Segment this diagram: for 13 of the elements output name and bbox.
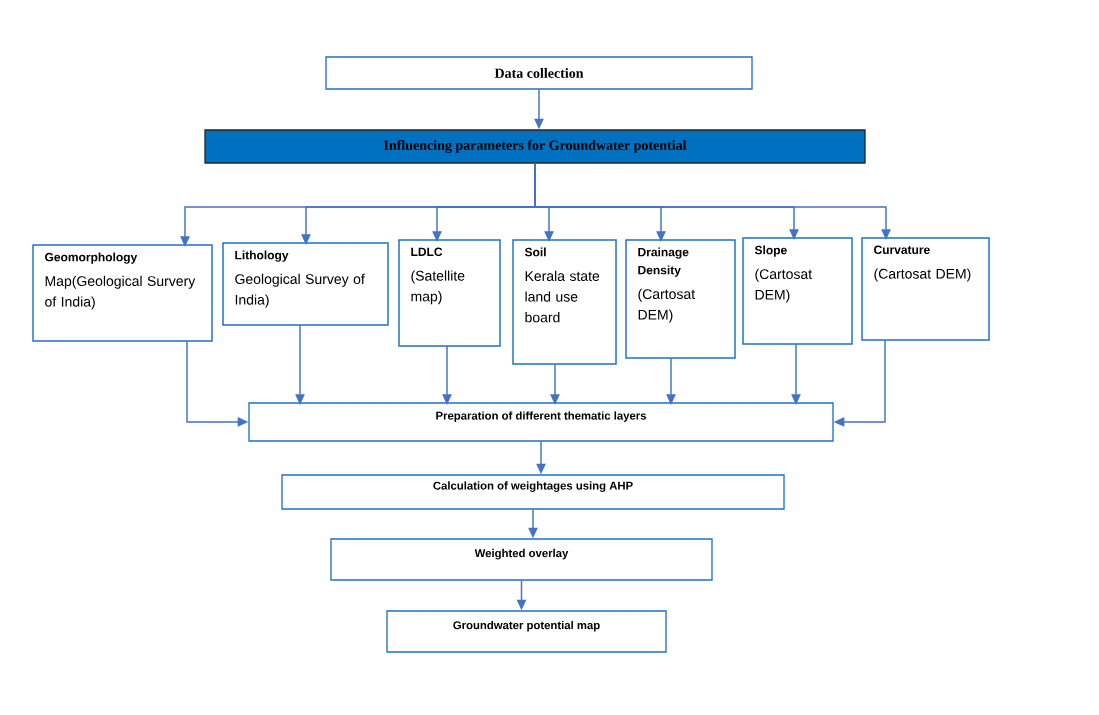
- heading-band: Influencing parameters for Groundwater potential: [204, 129, 866, 164]
- parameter-box: Lithology Geological Survey of India): [222, 242, 389, 326]
- process-box: Data collection: [325, 56, 753, 90]
- process-box: Preparation of different thematic layers: [248, 402, 834, 442]
- parameter-box: Curvature (Cartosat DEM): [861, 237, 990, 341]
- process-box: Weighted overlay: [330, 538, 713, 581]
- parameter-box: Geomorphology Map(Geological Survery of India): [32, 244, 213, 342]
- parameter-box: Slope (Cartosat DEM): [742, 237, 853, 345]
- parameter-box: Soil Kerala state land use board: [512, 239, 617, 365]
- process-box: Calculation of weightages using AHP: [281, 474, 785, 510]
- process-box: Groundwater potential map: [386, 610, 667, 653]
- parameter-box: Drainage Density (Cartosat DEM): [625, 239, 736, 359]
- parameter-box: LDLC (Satellite map): [398, 239, 501, 347]
